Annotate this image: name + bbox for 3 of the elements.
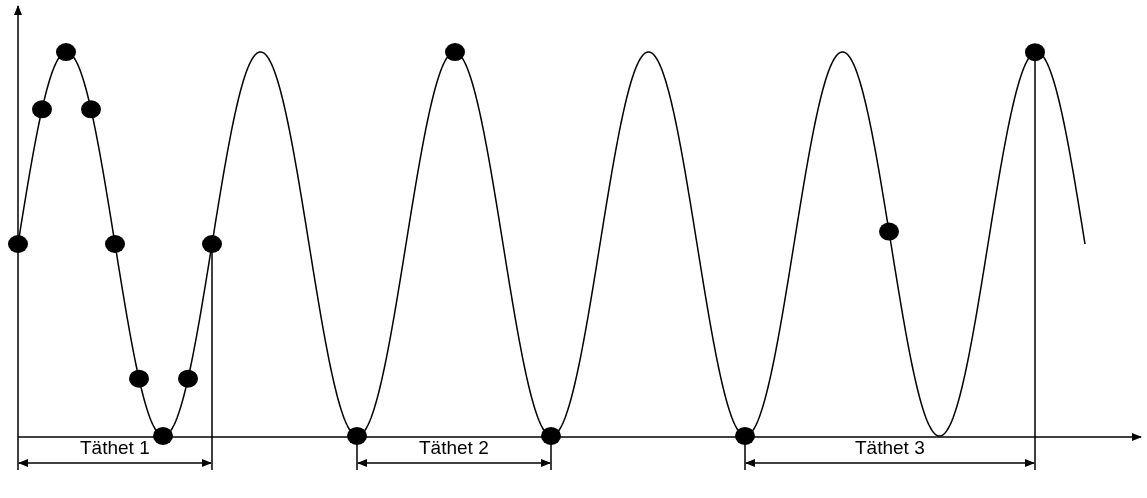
interval-label: Täthet 1 <box>80 437 150 459</box>
interval-label: Täthet 3 <box>855 437 925 459</box>
interval-label: Täthet 2 <box>419 437 489 459</box>
